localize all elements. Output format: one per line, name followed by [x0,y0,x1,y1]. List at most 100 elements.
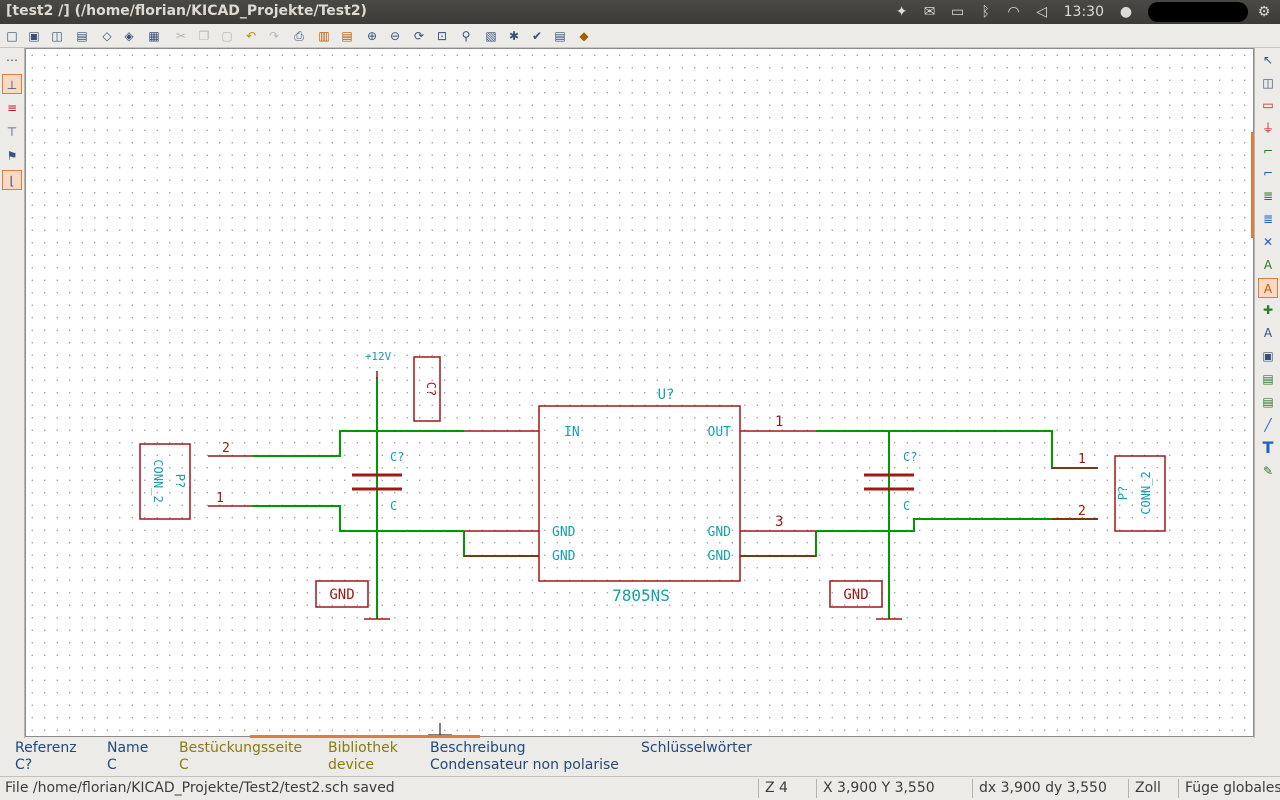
text-tool-icon[interactable]: T [1262,438,1274,457]
ic-pin-gnd-3: GND [708,525,732,540]
pin-number-1: 2 [222,441,230,456]
description-label: Beschreibung [430,740,526,756]
units-mm-icon[interactable]: ≡ [6,101,18,115]
system-tray: ✦ ✉ ▭ ᛒ ◠ ◁ 13:30 ● ⚙ [890,0,1280,24]
connector-left[interactable]: CONN_2 P? 2 1 [139,441,252,520]
ic-pin-number-out: 1 [775,414,783,430]
pcbnew-icon[interactable]: ◆ [579,29,589,43]
annotate-icon[interactable]: ▧ [485,29,497,43]
library-editor-icon[interactable]: ◈ [124,29,134,43]
hierarchy-icon[interactable]: ◫ [51,29,63,43]
image-tool-icon[interactable]: ✎ [1262,464,1274,478]
horizontal-scrollbar[interactable] [250,735,480,738]
regulator-ic[interactable]: U? 7805NS IN OUT GND GND GND GND 1 3 [464,387,816,605]
netlist-icon[interactable]: ▥ [318,29,330,43]
no-connect-icon[interactable]: ✕ [1262,235,1274,249]
paste-icon[interactable]: ▢ [221,29,233,43]
undo-icon[interactable]: ↶ [245,29,257,43]
hierarchical-sheet-icon[interactable]: ▣ [1262,349,1274,363]
ic-reference: U? [658,387,675,403]
gnd-symbol-left[interactable]: GND [315,580,390,620]
connector-left-ref: P? [173,474,187,488]
connector-right-value: CONN_2 [1139,471,1153,514]
wifi-icon[interactable]: ◠ [1007,4,1020,20]
user-icon[interactable]: ● [1119,4,1133,20]
description-value: Condensateur non polarise [430,757,619,773]
pin-number-right-1: 1 [1078,452,1086,467]
mail-icon[interactable]: ✉ [923,4,936,20]
sheet-settings-icon[interactable]: ◇ [102,29,112,43]
generate-netlist-icon[interactable]: ▤ [554,29,566,43]
place-bus-icon[interactable]: ⌐ [1262,166,1274,180]
library-label: Bibliothek [328,740,398,756]
status-message: File /home/florian/KICAD_Projekte/Test2/… [5,780,395,796]
wire-to-bus-entry-icon[interactable]: ≣ [1262,189,1274,203]
polarized-capacitor[interactable]: C? [413,356,441,422]
net-label-icon[interactable]: A [1263,258,1273,272]
ic-pin-in: IN [564,425,580,440]
gnd-label-right: GND [843,587,868,603]
find-icon[interactable]: ⚲ [461,29,471,43]
connector-right-ref: P? [1116,486,1130,500]
redo-icon[interactable]: ↷ [268,29,280,43]
power-label: +12V [365,350,392,363]
main-toolbar: □ ▣ ◫ ▤ ◇ ◈ ▦ ✂ ❐ ▢ ↶ ↷ ⎙ ▥ ▤ ⊕ ⊖ ⟳ ⊡ ⚲ … [0,24,1280,48]
left-toolbar: ⋯ ⊥ ≡ ⊤ ⚑ ⌊ [0,48,25,738]
wire-45-icon[interactable]: ⌊ [2,170,22,190]
vertical-scrollbar[interactable] [1251,132,1254,238]
copy-icon[interactable]: ❐ [198,29,210,43]
select-tool-icon[interactable]: ↖ [1262,53,1274,67]
hierarchical-label-icon[interactable]: A [1263,326,1273,340]
connector-right[interactable]: P? CONN_2 1 2 [1052,452,1166,532]
schematic-canvas[interactable]: CONN_2 P? 2 1 +12V C? C C? [25,48,1254,738]
import-sheet-pin-icon[interactable]: ▤ [1262,372,1274,386]
place-component-icon[interactable]: ▭ [1262,98,1274,112]
volume-icon[interactable]: ◁ [1036,4,1048,20]
clock[interactable]: 13:30 [1063,4,1104,20]
capacitor-right-value: C [903,499,910,513]
zoom-out-icon[interactable]: ⊖ [389,29,401,43]
place-wire-icon[interactable]: ⌐ [1262,144,1274,158]
graphic-line-icon[interactable]: ╱ [1264,418,1272,432]
capacitor-left[interactable]: C? C [352,450,404,513]
bus-to-bus-entry-icon[interactable]: ≣ [1262,212,1274,226]
capacitor-right[interactable]: C? C [864,450,917,513]
zoom-level: Z 4 [765,780,788,796]
new-schematic-icon[interactable]: □ [6,29,18,43]
window-title: [test2 /] (/home/florian/KICAD_Projekte/… [6,3,367,19]
units-indicator: Zoll [1135,780,1161,796]
status-separator [1128,779,1129,798]
cvpcb-icon[interactable]: ✔ [531,29,543,43]
junction-icon[interactable]: ✚ [1262,303,1274,317]
save-icon[interactable]: ▤ [76,29,88,43]
zoom-fit-icon[interactable]: ⊡ [436,29,448,43]
grid-toggle-icon[interactable]: ⋯ [6,53,18,67]
open-icon[interactable]: ▣ [28,29,40,43]
ref-label: Referenz [15,740,77,756]
cursor-shape-icon[interactable]: ⊤ [6,125,18,139]
erc-icon[interactable]: ✱ [508,29,520,43]
battery-icon[interactable]: ▭ [951,4,965,20]
status-separator [758,779,759,798]
ic-pin-number-gnd: 3 [775,514,783,530]
place-power-icon[interactable]: ⏚ [1261,121,1274,135]
library-browser-icon[interactable]: ▦ [148,29,160,43]
hierarchy-navigator-icon[interactable]: ◫ [1262,76,1274,90]
dropbox-icon[interactable]: ✦ [895,4,908,20]
global-label-icon[interactable]: A [1258,278,1278,298]
bluetooth-icon[interactable]: ᛒ [981,4,990,20]
redraw-icon[interactable]: ⟳ [413,29,425,43]
power-symbol-12v[interactable]: +12V [365,350,392,379]
hidden-pins-icon[interactable]: ⚑ [6,149,18,163]
add-sheet-pin-icon[interactable]: ▤ [1262,395,1274,409]
zoom-in-icon[interactable]: ⊕ [366,29,378,43]
bom-icon[interactable]: ▤ [341,29,353,43]
wires[interactable] [252,377,1098,619]
units-inch-icon[interactable]: ⊥ [2,74,22,94]
print-icon[interactable]: ⎙ [294,28,304,43]
cut-icon[interactable]: ✂ [175,29,187,43]
gear-icon[interactable]: ⚙ [1257,4,1271,20]
keywords-label: Schlüsselwörter [641,740,752,756]
ic-pin-out: OUT [708,425,732,440]
gnd-symbol-right[interactable]: GND [829,580,902,620]
